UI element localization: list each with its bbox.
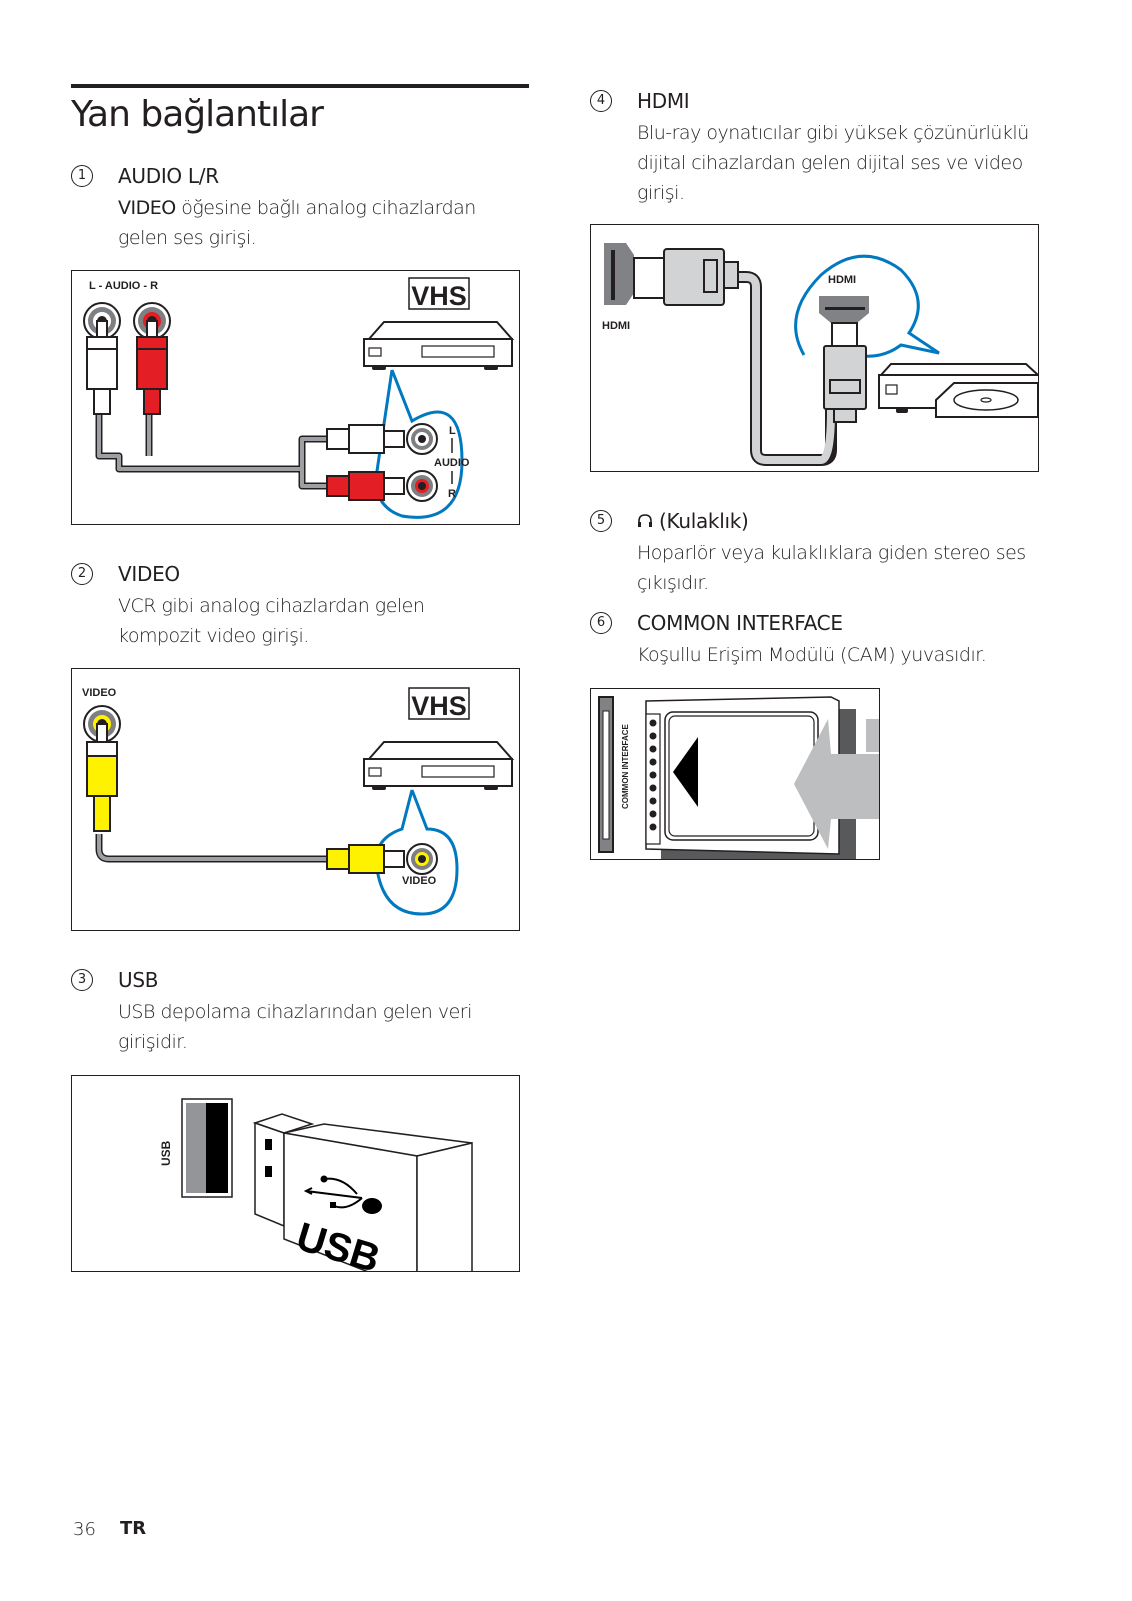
- item-audio-lr: 1 AUDIO L/R VIDEO öğesine bağlı analog c…: [71, 164, 531, 254]
- bluray-player-icon: [878, 363, 1038, 418]
- ci-slot-icon: [598, 696, 614, 853]
- svg-text:VHS: VHS: [411, 691, 467, 721]
- item-number: 4: [590, 90, 612, 112]
- page-number: 36: [73, 1519, 96, 1540]
- item-description: Koşullu Erişim Modülü (CAM) yuvasıdır.: [637, 644, 987, 666]
- item-title: COMMON INTERFACE: [637, 611, 843, 635]
- item-title: HDMI: [637, 89, 690, 113]
- figure-video: VIDEO VHS: [71, 668, 520, 931]
- vcr-device-icon: [363, 321, 515, 370]
- vhs-logo-icon: VHS: [408, 277, 470, 311]
- item-title: (Kulaklık): [637, 509, 749, 533]
- item-description: USB depolama cihazlarından gelen veri gi…: [118, 1001, 472, 1053]
- item-number: 1: [71, 165, 93, 187]
- item-number: 3: [71, 969, 93, 991]
- item-description: Blu-ray oynatıcılar gibi yüksek çözünürl…: [637, 122, 1029, 204]
- video-cable: [97, 834, 327, 861]
- svg-text:R: R: [448, 488, 456, 500]
- item-number: 5: [590, 510, 612, 532]
- item-title: USB: [118, 968, 159, 992]
- tv-jack-left-icon: [83, 302, 121, 415]
- item-description: VIDEO öğesine bağlı analog cihazlardan g…: [118, 197, 476, 249]
- device-hdmi-plug-icon: [819, 296, 869, 423]
- tv-audio-label: L - AUDIO - R: [89, 280, 158, 292]
- desc-keyword: VIDEO: [118, 197, 176, 219]
- title-rule: [71, 84, 529, 88]
- svg-text:HDMI: HDMI: [828, 274, 856, 286]
- svg-text:AUDIO: AUDIO: [434, 457, 470, 469]
- item-description: VCR gibi analog cihazlardan gelen kompoz…: [118, 595, 425, 647]
- item-title: VIDEO: [118, 562, 180, 586]
- hdmi-cable: [736, 273, 835, 464]
- ci-slot-label: COMMON INTERFACE: [621, 723, 630, 809]
- tv-video-label: VIDEO: [82, 687, 117, 699]
- device-video-plug-icon: [326, 843, 438, 875]
- cam-module-icon: [645, 696, 840, 855]
- item-description: Hoparlör veya kulaklıklara giden stereo …: [637, 542, 1026, 594]
- figure-common-interface: COMMON INTERFACE: [590, 688, 880, 860]
- item-headphones: 5 (Kulaklık) Hoparlör veya kulaklıklara …: [590, 509, 1060, 599]
- callout-bubble: [374, 369, 464, 519]
- item-common-interface: 6 COMMON INTERFACE Koşullu Erişim Modülü…: [590, 611, 1060, 671]
- item-hdmi: 4 HDMI Blu-ray oynatıcılar gibi yüksek ç…: [590, 89, 1060, 209]
- vcr-device-icon: [363, 741, 515, 790]
- insert-arrow-icon: [794, 719, 879, 849]
- tv-hdmi-port-icon: [604, 243, 739, 306]
- svg-text:VIDEO: VIDEO: [402, 875, 437, 887]
- item-title: AUDIO L/R: [118, 164, 219, 188]
- figure-usb: USB USB: [71, 1075, 520, 1272]
- tv-jack-right-icon: [133, 302, 171, 415]
- callout-bubble: [794, 254, 940, 358]
- tv-video-jack-icon: [83, 705, 121, 832]
- item-video: 2 VIDEO VCR gibi analog cihazlardan gele…: [71, 562, 531, 652]
- tv-hdmi-label: HDMI: [602, 320, 630, 332]
- svg-text:L: L: [449, 425, 456, 437]
- headphones-icon: [638, 514, 652, 527]
- usb-port-icon: [181, 1098, 233, 1198]
- item-usb: 3 USB USB depolama cihazlarından gelen v…: [71, 968, 531, 1058]
- figure-hdmi: HDMI HDMI: [590, 224, 1039, 472]
- svg-text:VHS: VHS: [411, 281, 467, 311]
- audio-cable: [97, 414, 327, 488]
- item-number: 2: [71, 563, 93, 585]
- vhs-logo-icon: VHS: [408, 687, 470, 721]
- page-title: Yan bağlantılar: [71, 94, 324, 135]
- device-plug-white-icon: [326, 423, 438, 455]
- usb-stick-icon: USB: [252, 1113, 473, 1271]
- page-language: TR: [120, 1518, 147, 1539]
- item-number: 6: [590, 612, 612, 634]
- usb-port-label: USB: [159, 1140, 173, 1166]
- figure-audio-lr: L - AUDIO - R VHS: [71, 270, 520, 525]
- device-plug-red-icon: [326, 470, 438, 502]
